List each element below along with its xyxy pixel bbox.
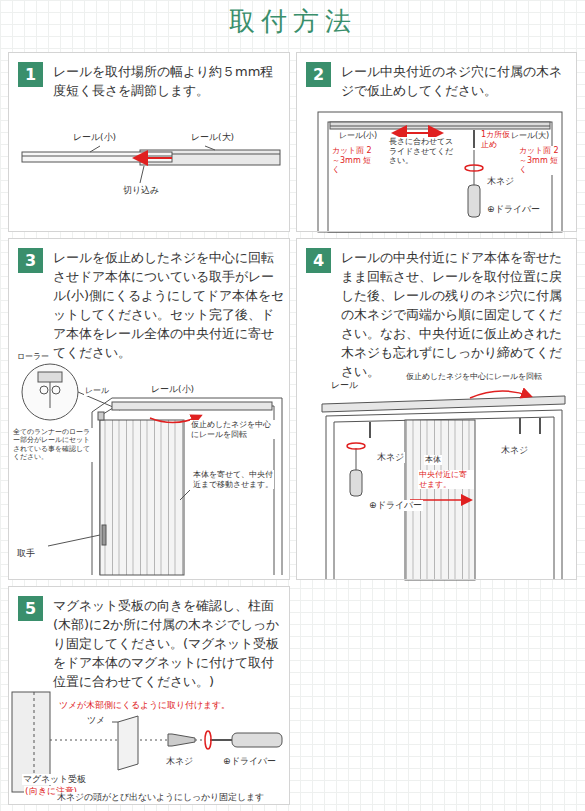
part-label: 本体を寄せて、中央付近まで移動させます。 bbox=[192, 470, 274, 489]
part-label: レール(大) bbox=[510, 131, 550, 141]
part-label: レール(大) bbox=[190, 132, 235, 143]
part-label: ⊕ドライバー bbox=[486, 204, 541, 215]
part-label: ローラー bbox=[16, 352, 50, 362]
part-label: 仮止めしたネジを中心にレールを回転 bbox=[190, 420, 276, 439]
number-text: 5 bbox=[25, 599, 36, 618]
part-label: 仮止めしたネジを中心にレールを回転 bbox=[405, 372, 567, 382]
instruction-text: レールを仮止めしたネジを中心に回転させドア本体についている取手がレール(小)側に… bbox=[53, 248, 285, 362]
instruction-text: レールの中央付近にドア本体を寄せたまま回転させ、レールを取付位置に戻した後、レー… bbox=[341, 248, 573, 381]
part-label: ツメが木部側にくるように取り付けます。 bbox=[58, 700, 285, 711]
part-label: マグネット受板 bbox=[22, 774, 87, 785]
page-title: 取付方法 bbox=[0, 4, 585, 39]
step-number: 2 bbox=[306, 62, 331, 87]
instruction-text: マグネット受板の向きを確認し、柱面(木部)に2か所に付属の木ネジでしっかり固定し… bbox=[53, 596, 285, 691]
part-label: レール bbox=[84, 386, 110, 396]
part-label: 中央付近に寄せます。 bbox=[418, 470, 474, 489]
part-label: 切り込み bbox=[122, 185, 160, 196]
part-label: 1カ所仮止め bbox=[480, 130, 512, 149]
part-label: カット面 2～3mm 短く bbox=[331, 146, 379, 175]
step-panel: マグネット受板の向きを確認し、柱面(木部)に2か所に付属の木ネジでしっかり固定し… bbox=[8, 586, 290, 805]
part-label: 木ネジ bbox=[486, 176, 515, 187]
step-number: 5 bbox=[18, 596, 43, 621]
part-label: ⊕ドライバー bbox=[222, 756, 277, 767]
part-label: レール(小) bbox=[72, 132, 117, 143]
part-label: ツメ bbox=[86, 715, 106, 726]
part-label: 取手 bbox=[16, 548, 36, 559]
part-label: 木ネジ bbox=[376, 452, 405, 463]
part-label: 木ネジ bbox=[500, 445, 529, 456]
step-number: 4 bbox=[306, 248, 331, 273]
part-label: レール bbox=[330, 380, 359, 391]
part-label: 全てのランナーのローラー部分がレールにセットされている事を確認してください。 bbox=[12, 428, 94, 462]
step-panel: レールの中央付近にドア本体を寄せたまま回転させ、レールを取付位置に戻した後、レー… bbox=[296, 238, 577, 580]
instruction-text: レール中央付近のネジ穴に付属の木ネジで仮止めしてください。 bbox=[341, 62, 573, 100]
part-label: レール(小) bbox=[150, 384, 195, 395]
number-text: 4 bbox=[313, 251, 324, 270]
instruction-text: レールを取付場所の幅より約５mm程度短く長さを調節します。 bbox=[53, 62, 285, 100]
number-text: 1 bbox=[25, 65, 36, 84]
step-panel: レールを取付場所の幅より約５mm程度短く長さを調節します。 1 bbox=[8, 52, 290, 232]
part-label: 木ネジの頭がとび出ないようにしっかり固定します bbox=[56, 792, 288, 803]
number-text: 2 bbox=[313, 65, 324, 84]
part-label: 本体 bbox=[424, 455, 442, 465]
part-label: カット面 2～3mm 短く bbox=[518, 146, 560, 175]
step-number: 1 bbox=[18, 62, 43, 87]
part-label: 長さに合わせてスライドさせてください。 bbox=[388, 137, 460, 166]
part-label: ⊕ドライバー bbox=[368, 500, 423, 511]
part-label: レール(小) bbox=[338, 131, 378, 141]
step-number: 3 bbox=[18, 248, 43, 273]
part-label: 木ネジ bbox=[165, 756, 194, 767]
number-text: 3 bbox=[25, 251, 36, 270]
step-panel: レールを仮止めしたネジを中心に回転させドア本体についている取手がレール(小)側に… bbox=[8, 238, 290, 580]
